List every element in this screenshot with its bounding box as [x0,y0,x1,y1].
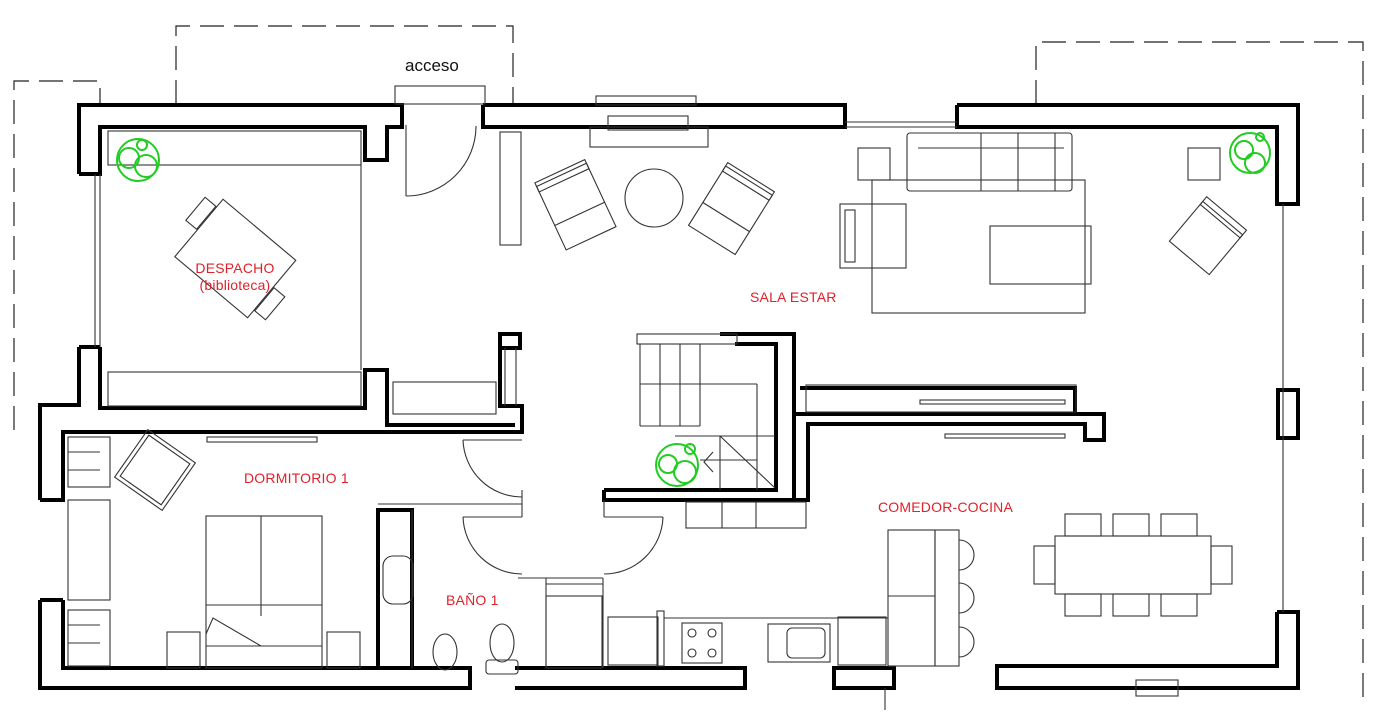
room-label-comedor-cocina: COMEDOR-COCINA [878,499,1014,515]
room-label-dormitorio-1: DORMITORIO 1 [244,470,349,486]
room-label-despacho: DESPACHO (biblioteca) [180,260,290,294]
entrance-label: acceso [405,56,459,75]
exterior-walls [38,103,1300,690]
plant-icon-sala [1229,132,1271,174]
room-name: DESPACHO [195,260,275,276]
room-label-bano-1: BAÑO 1 [446,592,499,608]
room-subtitle: (biblioteca) [199,277,271,293]
plant-icons [116,132,1271,487]
plant-icon-despacho [116,138,160,182]
room-label-sala-estar: SALA ESTAR [750,289,837,305]
dashed-site-outline [13,25,1364,700]
plant-icon-stairs [655,443,699,487]
furniture-lines [67,85,1284,710]
